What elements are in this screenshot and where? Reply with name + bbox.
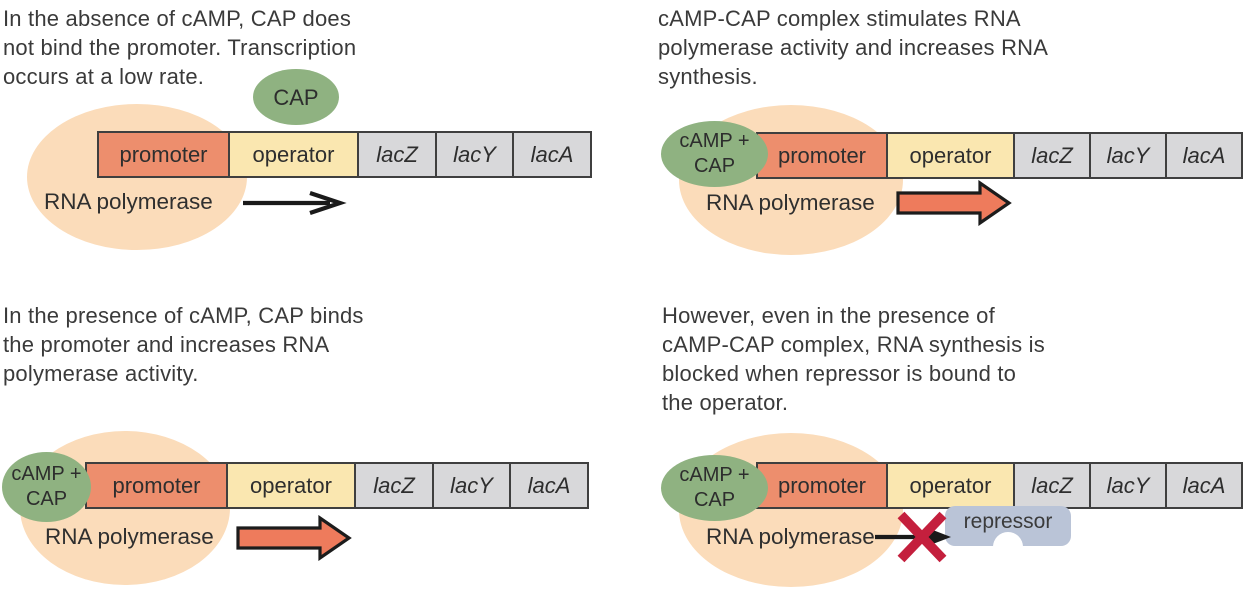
strong-transcription-arrow-icon	[236, 515, 352, 561]
rna-polymerase-label: RNA polymerase	[706, 524, 875, 549]
operon-bar: promoter operator lacZ lacY lacA	[97, 131, 592, 178]
segment-lacY: lacY	[1089, 134, 1165, 177]
segment-lacY: lacY	[1089, 464, 1165, 507]
rna-polymerase-label: RNA polymerase	[45, 524, 214, 549]
repressor: repressor	[945, 506, 1071, 546]
rna-polymerase-ellipse	[27, 104, 247, 250]
caption: cAMP-CAP complex stimulates RNA polymera…	[658, 6, 1049, 89]
strong-transcription-arrow-icon	[896, 180, 1012, 226]
operon-bar: promoter operator lacZ lacY lacA	[85, 462, 589, 509]
segment-operator: operator	[226, 464, 354, 507]
caption: In the presence of cAMP, CAP binds the p…	[3, 303, 364, 386]
segment-lacA: lacA	[512, 133, 590, 176]
rna-polymerase-label: RNA polymerase	[706, 190, 875, 215]
caption: In the absence of cAMP, CAP does not bin…	[3, 6, 357, 89]
caption: However, even in the presence of cAMP-CA…	[662, 303, 1045, 415]
segment-lacA: lacA	[1165, 464, 1241, 507]
segment-lacZ: lacZ	[357, 133, 435, 176]
repressor-label: repressor	[963, 510, 1053, 533]
rna-polymerase-label: RNA polymerase	[44, 189, 213, 214]
low-transcription-arrow-icon	[243, 191, 347, 215]
camp-cap-complex: cAMP + CAP	[661, 455, 768, 521]
segment-lacY: lacY	[435, 133, 512, 176]
segment-promoter: promoter	[758, 464, 886, 507]
segment-lacA: lacA	[509, 464, 587, 507]
cap-protein: CAP	[253, 69, 339, 125]
rna-polymerase-ellipse	[20, 431, 230, 585]
segment-lacZ: lacZ	[1013, 134, 1089, 177]
blocked-x-icon	[897, 511, 947, 563]
operon-bar: promoter operator lacZ lacY lacA	[756, 132, 1243, 179]
segment-operator: operator	[228, 133, 357, 176]
rna-polymerase-ellipse	[679, 433, 903, 587]
segment-operator: operator	[886, 134, 1013, 177]
repressor-notch	[993, 532, 1023, 546]
segment-lacZ: lacZ	[354, 464, 432, 507]
segment-lacA: lacA	[1165, 134, 1241, 177]
operon-bar: promoter operator lacZ lacY lacA	[756, 462, 1243, 509]
segment-promoter: promoter	[87, 464, 226, 507]
segment-lacY: lacY	[432, 464, 509, 507]
segment-lacZ: lacZ	[1013, 464, 1089, 507]
segment-promoter: promoter	[99, 133, 228, 176]
camp-cap-complex: cAMP + CAP	[661, 121, 768, 187]
segment-promoter: promoter	[758, 134, 886, 177]
segment-operator: operator	[886, 464, 1013, 507]
camp-cap-complex: cAMP + CAP	[2, 452, 91, 522]
rna-polymerase-ellipse	[679, 105, 903, 255]
blocked-transcription-arrow-icon	[875, 511, 951, 563]
